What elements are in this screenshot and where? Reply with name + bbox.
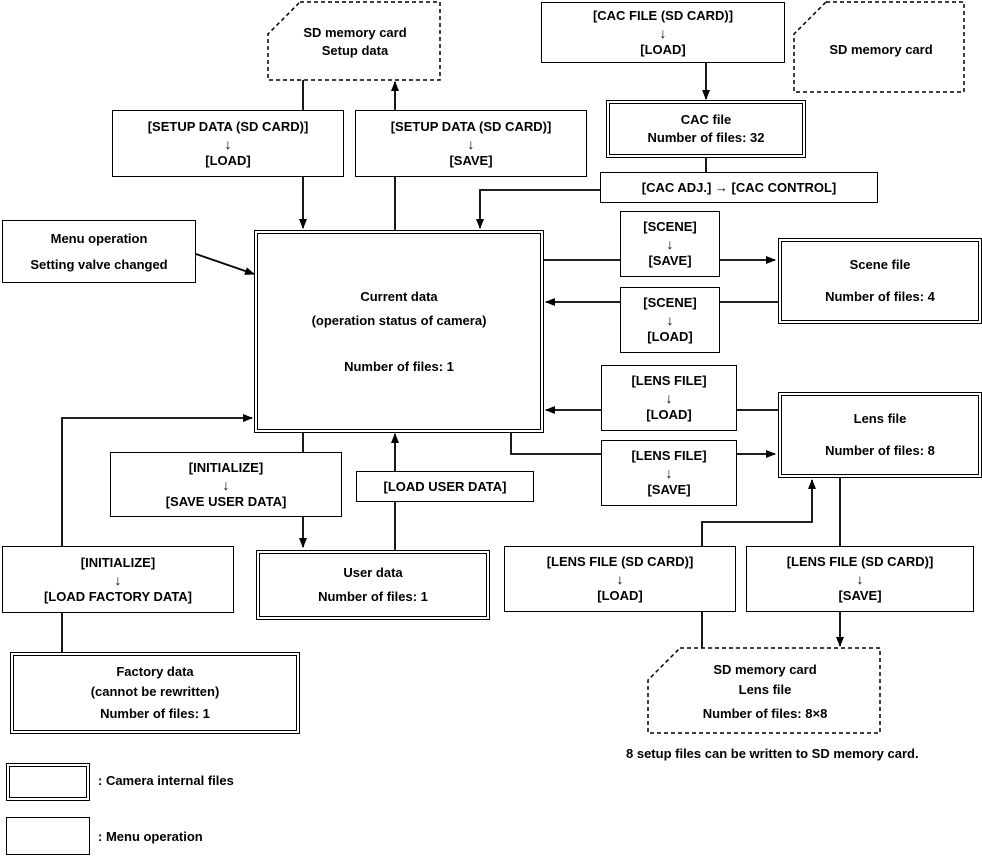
- cac-file-box: CAC file Number of files: 32: [606, 100, 806, 158]
- down-arrow-icon: ↓: [659, 24, 667, 41]
- lens-file-sd-save-menu: [LENS FILE (SD CARD)] ↓ [SAVE]: [746, 546, 974, 612]
- sd-card-setup-data: SD memory card Setup data: [272, 14, 438, 70]
- cac-file-sd-load-menu: [CAC FILE (SD CARD)] ↓ [LOAD]: [541, 2, 785, 63]
- current-line3: Number of files: 1: [344, 358, 454, 374]
- factory-line2: (cannot be rewritten): [90, 684, 220, 699]
- down-arrow-icon: ↓: [665, 465, 673, 481]
- legend-menu-swatch: [6, 817, 90, 855]
- cac-load-line1: [CAC FILE (SD CARD)]: [592, 7, 734, 23]
- down-arrow-icon: ↓: [224, 135, 232, 152]
- scene-load-line2: [LOAD]: [647, 329, 693, 344]
- user-data-box: User data Number of files: 1: [256, 550, 490, 620]
- sd-lens-line1: SD memory card: [713, 662, 817, 677]
- scene-file-line2: Number of files: 4: [825, 289, 935, 304]
- sd-card-outline-lens: [647, 647, 881, 734]
- initialize-load-factory-menu: [INITIALIZE] ↓ [LOAD FACTORY DATA]: [2, 546, 234, 613]
- factory-line1: Factory data: [116, 664, 194, 679]
- arrow-cac-adj-to-current: [476, 189, 600, 229]
- legend-menu-label: : Menu operation: [98, 829, 203, 844]
- lens-file-save-menu: [LENS FILE] ↓ [SAVE]: [601, 440, 737, 506]
- sd-lens-line3: Number of files: 8×8: [702, 706, 828, 721]
- cac-load-line2: [LOAD]: [640, 41, 686, 57]
- scene-load-menu: [SCENE] ↓ [LOAD]: [620, 287, 720, 353]
- legend-internal-label: : Camera internal files: [98, 773, 234, 788]
- load-user-data-menu: [LOAD USER DATA]: [356, 471, 534, 502]
- initialize-save-user-menu: [INITIALIZE] ↓ [SAVE USER DATA]: [110, 452, 342, 517]
- down-arrow-icon: ↓: [467, 135, 475, 152]
- init-save-line1: [INITIALIZE]: [188, 459, 264, 475]
- scene-load-line1: [SCENE]: [643, 295, 697, 310]
- current-line1: Current data: [360, 288, 438, 304]
- line-current-to-lens-save: [510, 432, 601, 455]
- setup-save-line2: [SAVE]: [449, 152, 493, 168]
- sd-card-outline-cac: [793, 1, 965, 93]
- current-data-box: Current data (operation status of camera…: [254, 230, 544, 433]
- setup-save-line1: [SETUP DATA (SD CARD)]: [390, 118, 552, 134]
- menu-operation-box: Menu operation Setting valve changed: [2, 220, 196, 283]
- down-arrow-icon: ↓: [616, 571, 624, 587]
- lens-file-line1: Lens file: [853, 411, 907, 426]
- lens-file-load-menu: [LENS FILE] ↓ [LOAD]: [601, 365, 737, 431]
- setup-data-load-menu: [SETUP DATA (SD CARD)] ↓ [LOAD]: [112, 110, 344, 177]
- lens-file-box: Lens file Number of files: 8: [778, 392, 982, 478]
- sd-lens-line2: Lens file: [738, 682, 792, 697]
- user-line2: Number of files: 1: [318, 589, 428, 604]
- arrow-init-factory-to-current: [61, 414, 253, 546]
- down-arrow-icon: ↓: [666, 312, 674, 328]
- lens-save-line1: [LENS FILE]: [631, 448, 707, 463]
- scene-save-line2: [SAVE]: [648, 253, 692, 268]
- scene-file-box: Scene file Number of files: 4: [778, 238, 982, 324]
- sd-card-cac: SD memory card: [800, 30, 962, 70]
- cac-file-line1: CAC file: [680, 112, 732, 127]
- load-user-label: [LOAD USER DATA]: [383, 478, 507, 494]
- sd-setup-line1: SD memory card: [303, 25, 407, 40]
- sd-cac-line1: SD memory card: [829, 42, 933, 57]
- menu-op-line2: Setting valve changed: [30, 256, 168, 272]
- lens-sd-load-line2: [LOAD]: [597, 588, 643, 603]
- down-arrow-icon: ↓: [856, 571, 864, 587]
- setup-load-line1: [SETUP DATA (SD CARD)]: [147, 118, 309, 134]
- user-line1: User data: [343, 565, 403, 580]
- legend-internal-swatch: [6, 763, 90, 801]
- arrow-lens-sd-load-to-file: [701, 479, 816, 546]
- cac-file-line2: Number of files: 32: [647, 130, 765, 145]
- current-line2: (operation status of camera): [311, 312, 487, 328]
- down-arrow-icon: ↓: [222, 476, 230, 493]
- scene-save-line1: [SCENE]: [643, 219, 697, 234]
- scene-save-menu: [SCENE] ↓ [SAVE]: [620, 211, 720, 277]
- factory-line3: Number of files: 1: [100, 706, 210, 721]
- lens-sd-load-line1: [LENS FILE (SD CARD)]: [546, 554, 694, 569]
- sd-card-note: 8 setup files can be written to SD memor…: [626, 746, 919, 761]
- arrow-menu-to-current: [195, 253, 255, 275]
- sd-card-outline-setup: [267, 1, 441, 81]
- lens-load-line1: [LENS FILE]: [631, 373, 707, 388]
- init-factory-line1: [INITIALIZE]: [80, 554, 156, 570]
- down-arrow-icon: ↓: [114, 571, 122, 588]
- factory-data-box: Factory data (cannot be rewritten) Numbe…: [10, 652, 300, 734]
- lens-file-sd-load-menu: [LENS FILE (SD CARD)] ↓ [LOAD]: [504, 546, 736, 612]
- setup-data-save-menu: [SETUP DATA (SD CARD)] ↓ [SAVE]: [355, 110, 587, 177]
- init-factory-line2: [LOAD FACTORY DATA]: [43, 588, 193, 604]
- down-arrow-icon: ↓: [665, 390, 673, 406]
- init-save-line2: [SAVE USER DATA]: [165, 493, 287, 509]
- lens-load-line2: [LOAD]: [646, 407, 692, 422]
- lens-save-line2: [SAVE]: [647, 482, 691, 497]
- menu-op-line1: Menu operation: [50, 230, 148, 246]
- setup-load-line2: [LOAD]: [205, 152, 251, 168]
- down-arrow-icon: ↓: [666, 236, 674, 252]
- lens-sd-save-line2: [SAVE]: [838, 588, 882, 603]
- lens-sd-save-line1: [LENS FILE (SD CARD)]: [786, 554, 934, 569]
- cac-adj-menu: [CAC ADJ.] → [CAC CONTROL]: [600, 172, 878, 203]
- sd-setup-line2: Setup data: [321, 43, 389, 58]
- scene-file-line1: Scene file: [849, 257, 911, 272]
- cac-adj-label: [CAC ADJ.] → [CAC CONTROL]: [641, 179, 837, 195]
- lens-file-line2: Number of files: 8: [825, 443, 935, 458]
- sd-card-lens-file: SD memory card Lens file Number of files…: [652, 654, 878, 730]
